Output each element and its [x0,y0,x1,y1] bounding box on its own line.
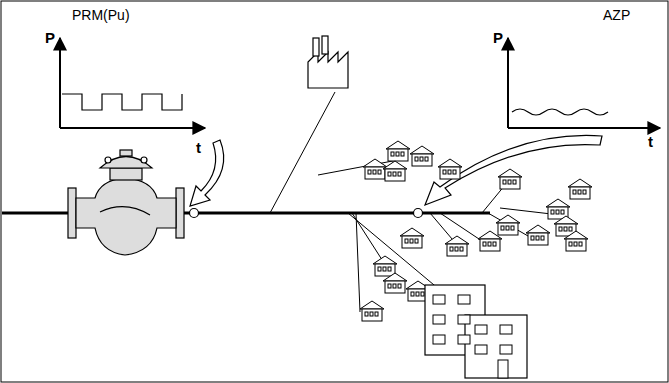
measuring-point [414,209,423,218]
house-icon [410,146,434,166]
house-icon [383,161,407,181]
measuring-point [190,209,199,218]
house-icon [564,231,588,251]
window [433,315,445,324]
house-icon [373,256,397,276]
house-icon [386,141,410,161]
window [475,325,487,334]
pressure-graph-right [508,38,660,128]
window [433,295,445,304]
house-icon [526,225,550,245]
house-icon [438,159,462,179]
window [458,315,470,324]
house-icon [498,169,522,189]
house-icon [496,215,520,235]
callout-arrow [425,135,602,205]
house-icon [400,228,424,248]
house-icon [383,273,407,293]
window [500,325,512,334]
house-icon [568,179,592,199]
graph-title: PRM(Pu) [72,8,130,22]
window [433,335,445,344]
branch-lines [270,92,560,312]
axis-label: P [45,30,55,45]
pressure-reducing-valve [68,150,184,255]
axis-label: P [493,30,503,45]
window [458,295,470,304]
callout-arrow [190,140,224,206]
apartment-building [425,285,527,378]
door [498,360,508,378]
graph-title: AZP [603,8,630,22]
factory-icon [308,36,348,88]
window [500,345,512,354]
house-icon [445,236,469,256]
window [475,345,487,354]
axis-label: t [196,140,201,155]
axis-label: t [648,134,653,149]
house-icon [360,301,384,321]
pressure-graph-left [60,38,205,128]
window [458,335,470,344]
